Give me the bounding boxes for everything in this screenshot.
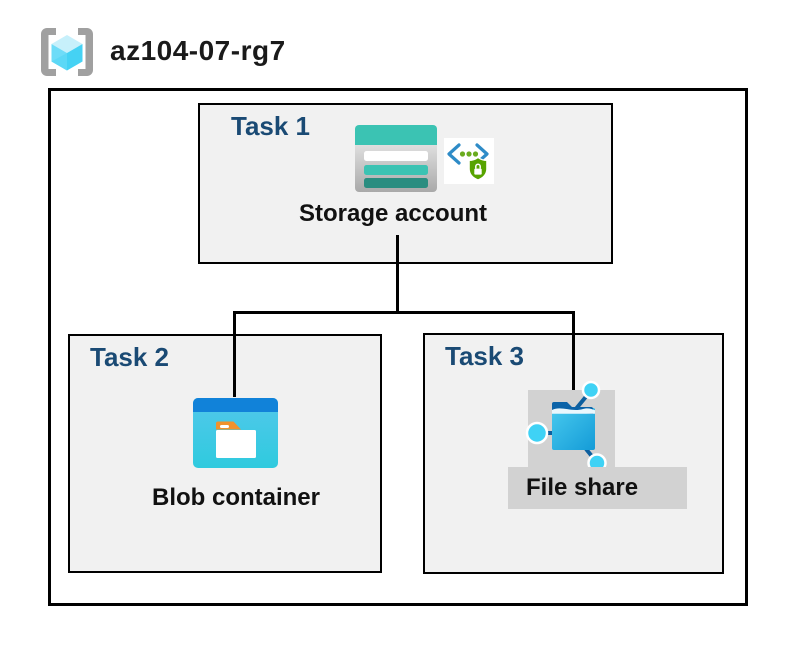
- blob-container-icon: [193, 398, 278, 468]
- task2-label: Task 2: [90, 342, 170, 372]
- task2-resource-label: Blob container: [151, 484, 320, 511]
- task1-label: Task 1: [231, 111, 311, 141]
- task1-resource-label: Storage account: [298, 200, 488, 227]
- connector-branch-to-blob: [233, 313, 236, 397]
- azure-resource-group-icon: [36, 24, 98, 80]
- code-shield-lock-icon: [444, 138, 494, 184]
- storage-account-icon: [355, 125, 437, 192]
- file-share-icon: [525, 377, 615, 472]
- connector-storage-to-branch: [396, 235, 399, 313]
- task3-resource-label: File share: [526, 474, 639, 501]
- task3-label: Task 3: [445, 341, 525, 371]
- resource-group-boundary: [48, 88, 748, 606]
- connector-branch-horizontal: [233, 311, 575, 314]
- file-share-label-highlight: File share: [508, 467, 687, 509]
- resource-group-name: az104-07-rg7: [110, 35, 286, 66]
- task1-box: Task 1: [198, 103, 613, 264]
- connector-branch-to-fileshare: [572, 313, 575, 390]
- task2-box: Task 2 Blob container: [68, 334, 382, 573]
